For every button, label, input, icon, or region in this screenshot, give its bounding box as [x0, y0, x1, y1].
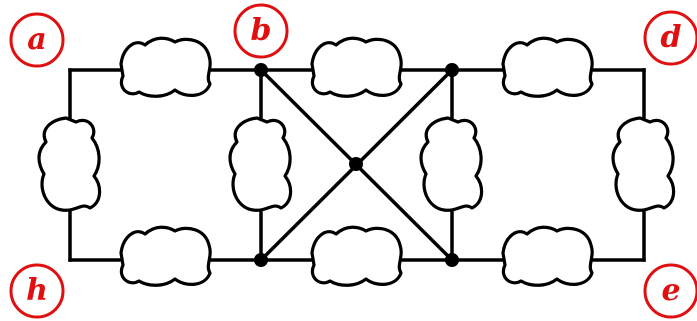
components — [37, 36, 676, 287]
label-d-text: d — [661, 20, 682, 55]
node-top-right — [445, 63, 459, 77]
label-d: d — [643, 10, 697, 66]
label-h: h — [9, 263, 65, 319]
label-a-ring — [9, 12, 65, 68]
blob-left — [37, 116, 102, 212]
label-b: b — [233, 3, 289, 59]
label-e-text: e — [661, 273, 680, 308]
label-d-ring — [643, 10, 697, 66]
blob-middle-right — [419, 116, 484, 212]
blob-top-1 — [119, 36, 212, 98]
node-bottom-right — [445, 253, 459, 267]
blob-bottom-1 — [119, 225, 212, 287]
node-center — [349, 157, 363, 171]
label-h-ring — [9, 263, 65, 319]
label-b-ring — [233, 3, 289, 59]
blob-top-3 — [501, 36, 594, 98]
label-b-text: b — [251, 13, 272, 48]
blob-right — [611, 116, 676, 212]
blob-bottom-3 — [501, 225, 594, 287]
label-e: e — [643, 263, 697, 319]
blob-top-2 — [310, 36, 403, 98]
label-e-ring — [643, 263, 697, 319]
node-bottom-left — [254, 253, 268, 267]
label-a: a — [9, 12, 65, 68]
blob-bottom-2 — [310, 225, 403, 287]
junction-nodes — [254, 63, 459, 267]
label-a-text: a — [27, 22, 46, 57]
node-top-left — [254, 63, 268, 77]
label-h-text: h — [26, 273, 48, 308]
blob-middle-left — [228, 116, 293, 212]
